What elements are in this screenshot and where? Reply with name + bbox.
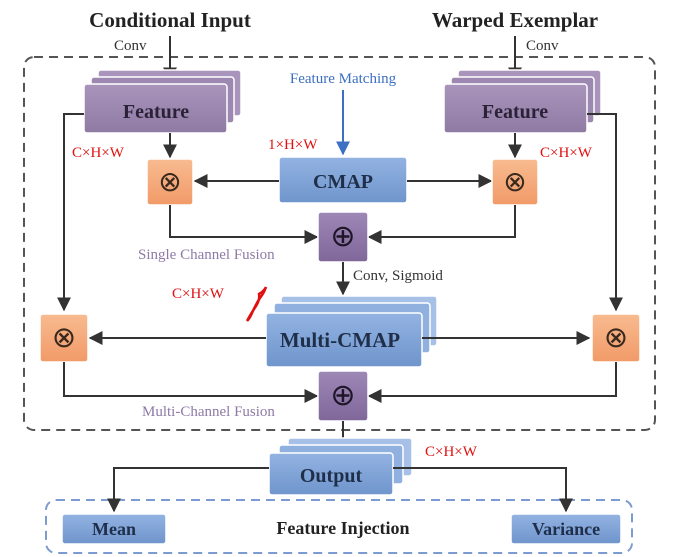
dim-label-1hw: 1×H×W	[268, 137, 318, 153]
cmap-node: CMAP	[278, 156, 408, 204]
add-icon: ⊕	[330, 378, 355, 413]
feature-matching-label: Feature Matching	[290, 71, 397, 87]
multiply-icon: ⊗	[52, 320, 76, 354]
arrow-output-to-mean	[107, 467, 269, 513]
add-node-single-channel: ⊕	[317, 211, 369, 263]
feature-left-label: Feature	[123, 101, 189, 123]
multiply-node-mid-left: ⊗	[39, 313, 89, 363]
add-icon: ⊕	[330, 219, 355, 254]
mean-label: Mean	[92, 519, 136, 539]
warped-exemplar-title: Warped Exemplar	[432, 8, 598, 32]
feature-stack-left: Feature	[83, 69, 242, 134]
arrow-mul-right-to-add	[367, 205, 516, 244]
conv-label-right: Conv	[526, 38, 559, 54]
multiply-icon: ⊗	[604, 320, 628, 354]
dim-label-chw-multi: C×H×W	[172, 286, 225, 302]
multi-channel-fusion-label: Multi-Channel Fusion	[142, 404, 275, 420]
feature-right-label: Feature	[482, 101, 548, 123]
multiply-node-top-right: ⊗	[491, 158, 539, 206]
variance-node: Variance	[510, 513, 622, 545]
multiply-icon: ⊗	[503, 165, 526, 198]
multi-cmap-stack: Multi-CMAP	[265, 295, 438, 368]
multiply-node-mid-right: ⊗	[591, 313, 641, 363]
conv-sigmoid-label: Conv, Sigmoid	[353, 268, 443, 284]
multi-cmap-label: Multi-CMAP	[280, 328, 400, 352]
red-brace-icon	[245, 286, 268, 322]
arrow-feature-right-to-mid-mul	[587, 113, 623, 312]
add-node-multi-channel: ⊕	[317, 370, 369, 422]
arrow-mid-mul-left-to-add	[63, 362, 319, 403]
cmap-label: CMAP	[313, 171, 373, 193]
dim-label-chw-right: C×H×W	[540, 145, 593, 161]
conditional-input-title: Conditional Input	[89, 8, 251, 32]
output-label: Output	[300, 465, 363, 487]
module-dashed-box	[23, 56, 656, 431]
multiply-icon: ⊗	[158, 165, 181, 198]
feature-stack-right: Feature	[443, 69, 602, 134]
dim-label-chw-left: C×H×W	[72, 145, 125, 161]
arrow-feature-left-to-mid-mul	[57, 113, 84, 312]
single-channel-fusion-label: Single Channel Fusion	[138, 247, 275, 263]
feature-injection-label: Feature Injection	[276, 518, 409, 538]
multiply-node-top-left: ⊗	[146, 158, 194, 206]
arrow-mid-mul-right-to-add	[367, 362, 617, 403]
arrow-output-to-variance	[393, 467, 573, 513]
dim-label-chw-output: C×H×W	[425, 444, 478, 460]
arrow-mul-left-to-add	[169, 205, 319, 244]
variance-label: Variance	[532, 519, 600, 539]
mean-node: Mean	[61, 513, 167, 545]
conv-label-left: Conv	[114, 38, 147, 54]
output-stack: Output	[268, 437, 413, 496]
